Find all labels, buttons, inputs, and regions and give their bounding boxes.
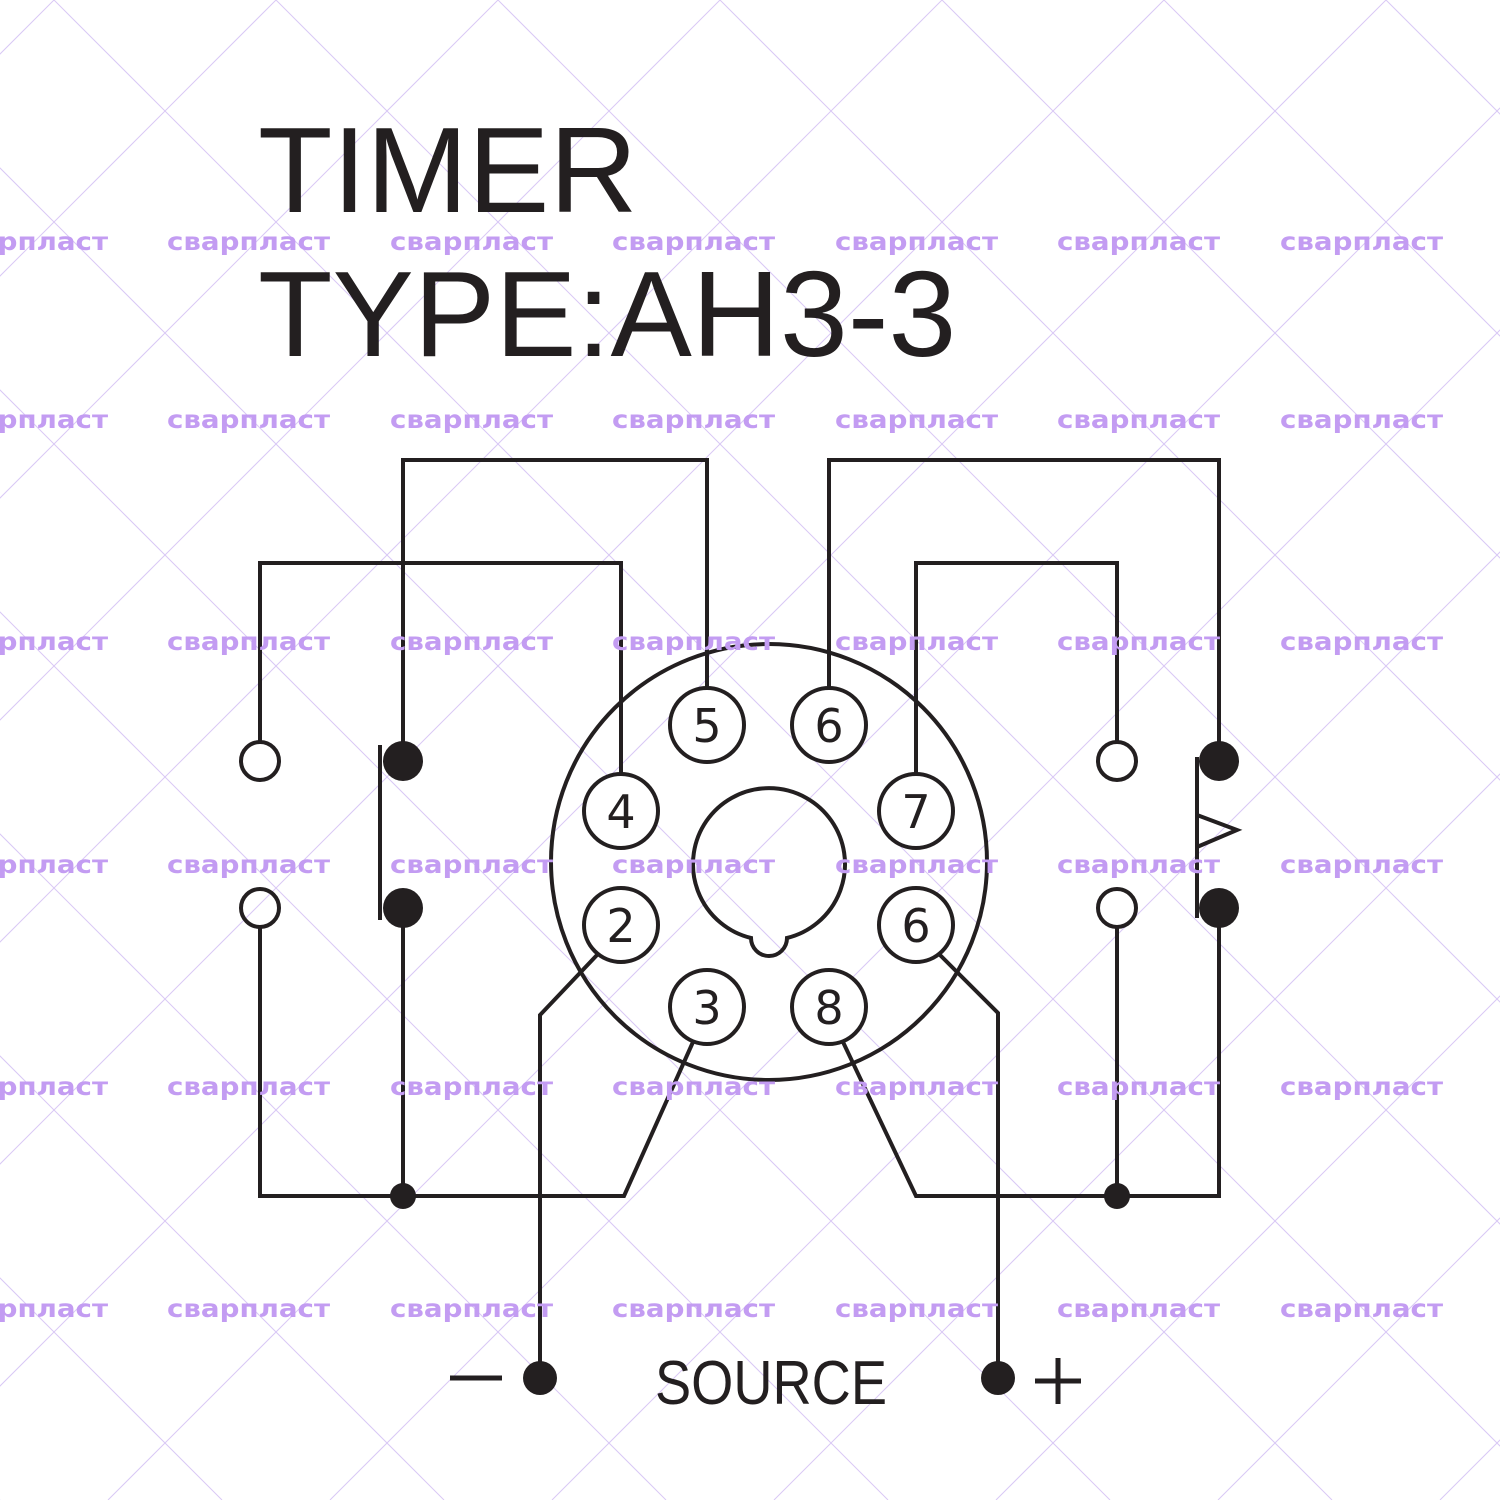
watermark-text: сварпласт (0, 405, 109, 434)
watermark-line (0, 0, 1387, 1387)
watermark-line (0, 833, 667, 1500)
watermark-text: сварпласт (390, 850, 554, 879)
watermark-text: сварпласт (835, 627, 999, 656)
watermark-text: сварпласт (612, 850, 776, 879)
watermark-text: сварпласт (612, 1294, 776, 1323)
watermark-text: сварпласт (835, 405, 999, 434)
watermark-line (941, 0, 1500, 559)
wire-pin2-minus (538, 953, 599, 1378)
watermark-line (0, 0, 943, 943)
contact-dots (383, 741, 1239, 1395)
pin-2-label: 2 (606, 899, 635, 953)
wire-pin8 (841, 927, 1221, 1198)
watermark-text: сварпласт (0, 1294, 109, 1323)
watermark-line (1217, 1217, 1500, 1500)
wire-pin3 (258, 927, 695, 1198)
watermark-line (0, 611, 889, 1500)
watermark-line (0, 0, 55, 55)
source-label: SOURCE (655, 1349, 887, 1418)
wire-pin6-plus (938, 953, 1000, 1378)
watermark-text: сварпласт (612, 627, 776, 656)
watermark-line (0, 0, 277, 277)
watermark-text: сварпласт (0, 227, 109, 256)
watermark-text: сварпласт (1057, 227, 1221, 256)
watermark-text: сварпласт (167, 227, 331, 256)
left-no-contact-top (239, 740, 281, 782)
pin-3-label: 3 (692, 981, 721, 1035)
watermark-line (773, 773, 1500, 1500)
watermark-text: сварпласт (390, 627, 554, 656)
watermark-text: сварпласт (390, 227, 554, 256)
title-type: TYPE:AH3-3 (258, 246, 956, 382)
watermark-text: сварпласт (1280, 227, 1444, 256)
watermark-text: сварпласт (167, 405, 331, 434)
watermark-text: сварпласт (167, 627, 331, 656)
pin-8-label: 8 (814, 981, 843, 1035)
pin-4-label: 4 (606, 785, 635, 839)
watermark-text: сварпласт (0, 627, 109, 656)
watermark-text: сварпласт (835, 850, 999, 879)
title-timer: TIMER (258, 102, 638, 238)
watermark-line (275, 0, 1500, 1225)
watermark-text: сварпласт (0, 1072, 109, 1101)
watermark-text: сварпласт (1280, 1072, 1444, 1101)
watermark-text: сварпласт (167, 1294, 331, 1323)
watermark-text: сварпласт (1280, 627, 1444, 656)
watermark-text: сварпласт (1280, 1294, 1444, 1323)
watermark-text: сварпласт (835, 1294, 999, 1323)
watermark-text: сварпласт (0, 850, 109, 879)
watermark-text: сварпласт (167, 1072, 331, 1101)
wire-pin4 (258, 561, 623, 774)
watermark-text: сварпласт (835, 1072, 999, 1101)
socket-outline (549, 642, 989, 1082)
watermark-line (0, 0, 721, 721)
watermark-text: сварпласт (390, 1072, 554, 1101)
watermark-line (0, 1055, 445, 1500)
watermark-text: сварпласт (1057, 1072, 1221, 1101)
watermark-line (0, 389, 1111, 1500)
watermark-text: сварпласт (612, 227, 776, 256)
watermark-text: сварпласт (1057, 405, 1221, 434)
watermark-text: сварпласт (390, 1294, 554, 1323)
watermark-text: сварпласт (1280, 405, 1444, 434)
watermark-text: сварпласт (835, 227, 999, 256)
wiring (239, 458, 1243, 1404)
watermark-text: сварпласт (612, 1072, 776, 1101)
watermark-line (995, 995, 1500, 1500)
watermark-line (551, 551, 1500, 1500)
watermark-text: сварпласт (167, 850, 331, 879)
pin-7-label: 7 (901, 785, 930, 839)
watermark-line (1163, 0, 1500, 337)
watermark-line (0, 0, 499, 499)
pin-6-top-label: 6 (814, 699, 843, 753)
watermark-line (497, 0, 1500, 1003)
pin-circles (582, 686, 955, 1046)
watermark-text: сварпласт (1280, 850, 1444, 879)
wire-pin5 (401, 458, 709, 742)
right-no-contact-bottom (1096, 887, 1138, 929)
watermark-line (329, 329, 1500, 1500)
watermark-text: сварпласт (1057, 850, 1221, 879)
plus-sign (1035, 1358, 1081, 1404)
watermark-text: сварпласт (612, 405, 776, 434)
pin-5-label: 5 (692, 699, 721, 753)
watermark-line (719, 0, 1500, 781)
watermark-text: сварпласт (1057, 1294, 1221, 1323)
left-no-contact-bottom (239, 887, 281, 929)
wire-pin7 (914, 561, 1119, 774)
center-key-hole (691, 786, 847, 958)
wire-pin6-top (827, 458, 1221, 742)
watermark-text: сварпласт (1057, 627, 1221, 656)
right-switch-timed-bar (1195, 757, 1243, 918)
right-no-contact-top (1096, 740, 1138, 782)
pin-6-bottom-label: 6 (901, 899, 930, 953)
watermark-texts: сварпласт сварпласт сварпласт сварпласт свар… (0, 227, 1444, 1323)
watermark-text: сварпласт (390, 405, 554, 434)
